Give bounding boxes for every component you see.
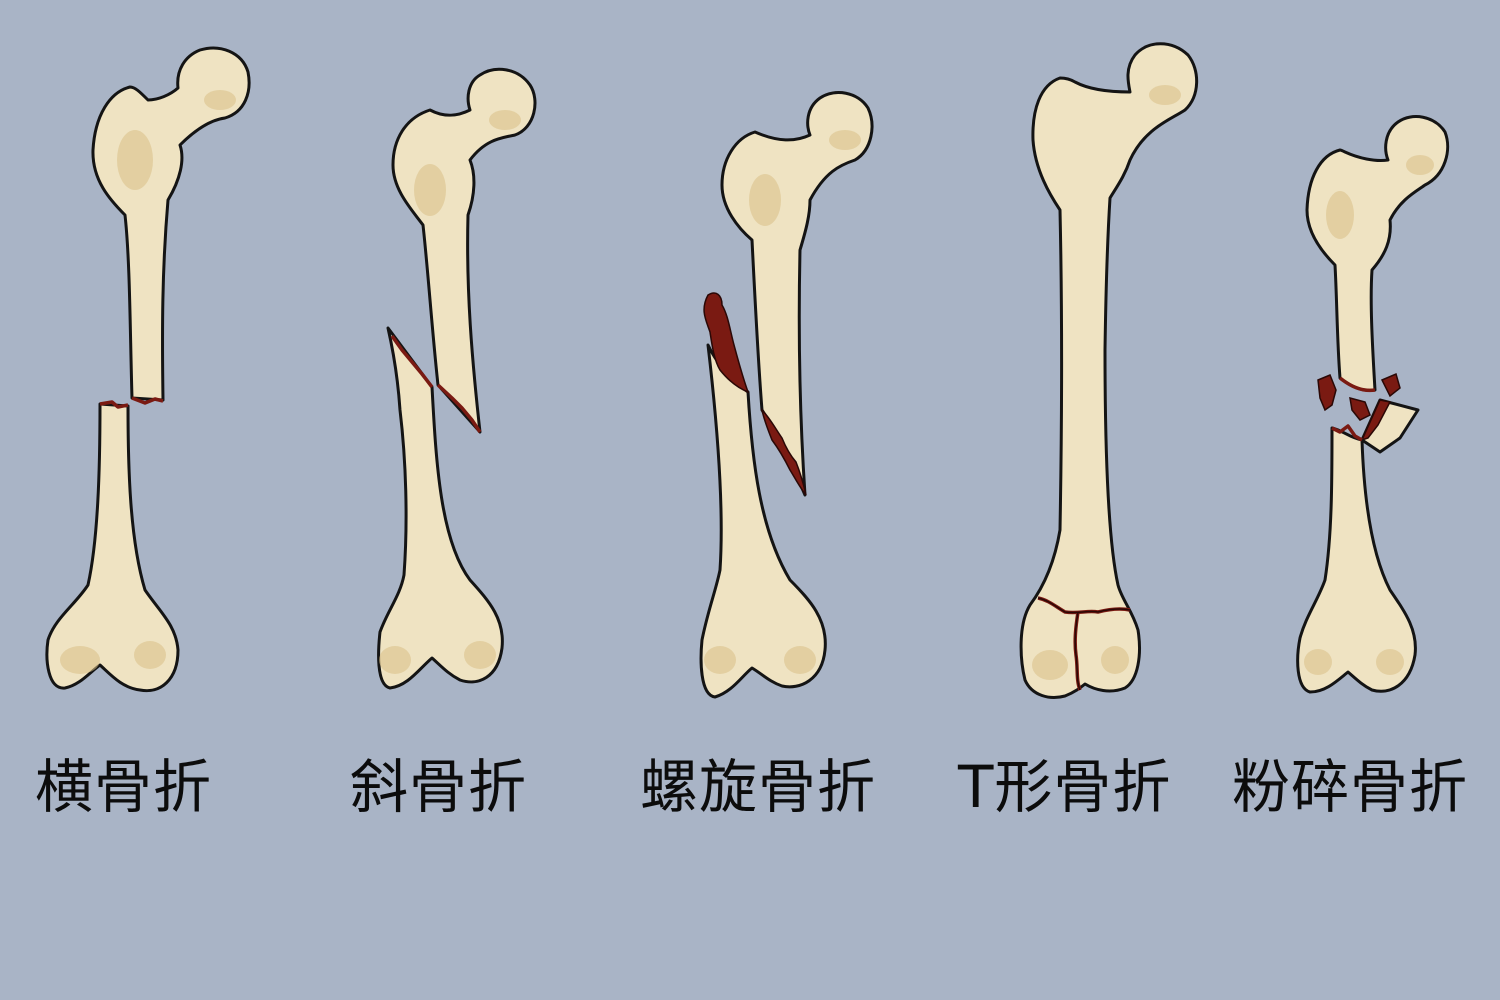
comminuted-upper-fragment — [1305, 115, 1450, 392]
comminuted-fragment-3 — [1360, 398, 1420, 454]
label-transverse-fracture: 横骨折 — [35, 753, 213, 821]
comminuted-fracture-femur — [1296, 115, 1450, 694]
spiral-lower-fragment — [699, 343, 827, 699]
comminuted-fracture-line-lower — [1331, 424, 1363, 442]
oblique-fracture-line-lower — [390, 334, 434, 389]
comminuted-lower-fragment — [1296, 426, 1417, 694]
t-shaped-femur-body — [1019, 42, 1199, 699]
spiral-upper-fragment — [720, 91, 874, 497]
spiral-fracture-femur — [699, 91, 874, 699]
comminuted-fracture-line-upper — [1338, 376, 1376, 393]
comminuted-fragment-4 — [1380, 372, 1401, 398]
transverse-fracture-line-upper — [131, 396, 164, 405]
transverse-upper-fragment — [91, 46, 251, 402]
t-shaped-fracture-femur — [1019, 42, 1199, 699]
oblique-upper-fragment — [391, 67, 537, 434]
spiral-fracture-blood-upper — [760, 407, 807, 496]
label-t-shaped-fracture: T形骨折 — [958, 753, 1172, 821]
transverse-fracture-femur — [45, 46, 251, 693]
oblique-lower-fragment — [377, 326, 504, 690]
label-oblique-fracture: 斜骨折 — [350, 753, 528, 821]
comminuted-fragment-1 — [1317, 374, 1337, 412]
transverse-lower-fragment — [45, 402, 180, 693]
label-spiral-fracture: 螺旋骨折 — [640, 753, 877, 821]
label-comminuted-fracture: 粉碎骨折 — [1232, 753, 1469, 821]
oblique-fracture-line-upper — [436, 383, 482, 433]
spiral-fracture-blood-lower — [703, 292, 750, 394]
transverse-fracture-line-lower — [99, 400, 129, 409]
oblique-fracture-femur — [377, 67, 537, 690]
comminuted-fragment-2 — [1349, 396, 1371, 421]
